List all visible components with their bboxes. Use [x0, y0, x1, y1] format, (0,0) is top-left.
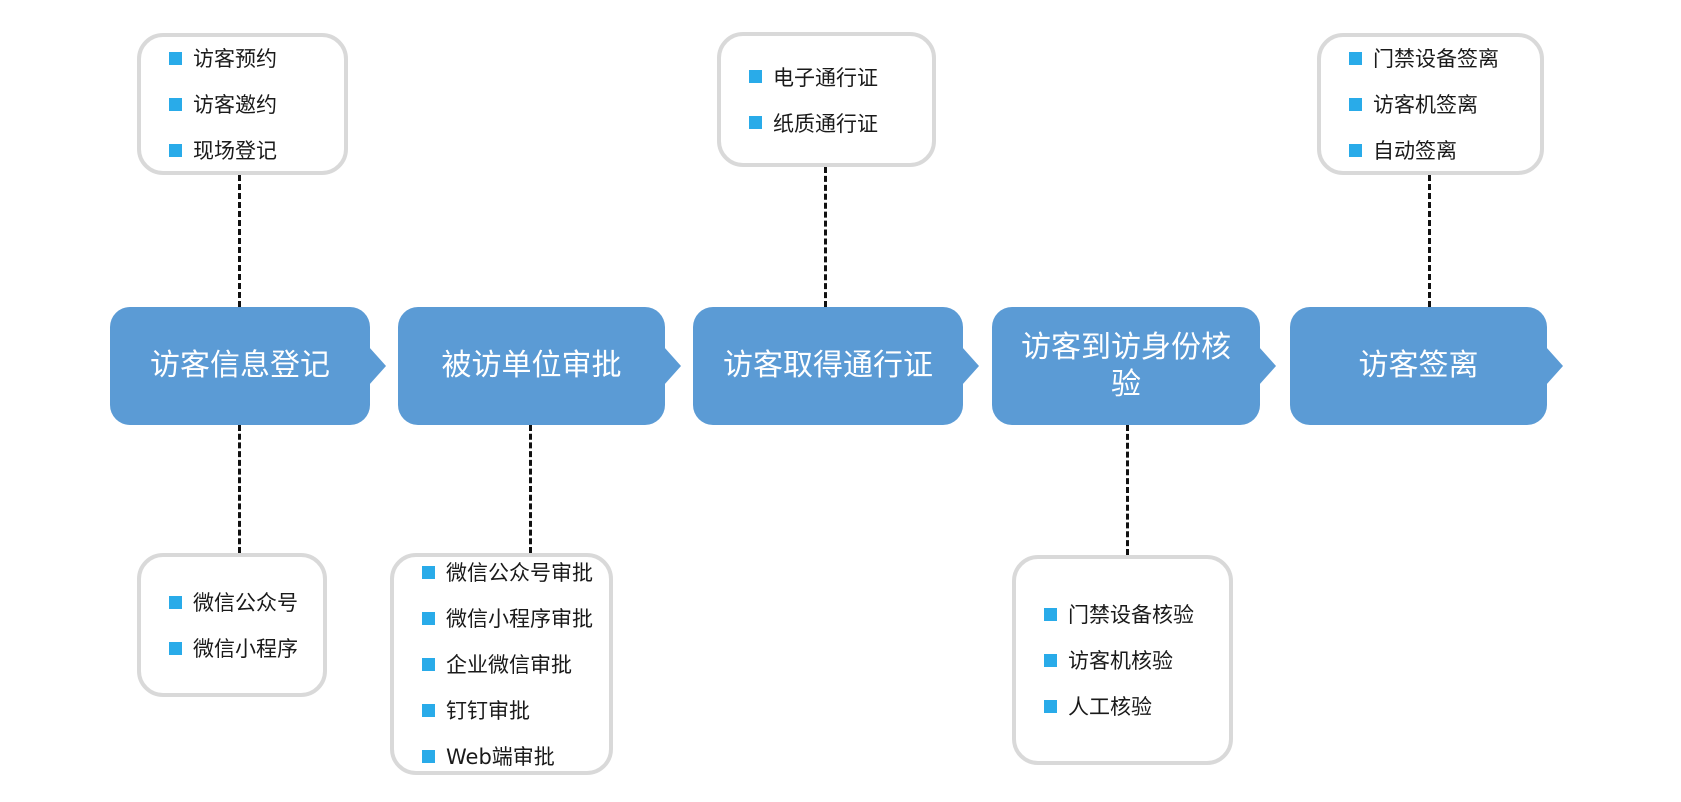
- connector-registration-methods-to-step1: [238, 175, 241, 307]
- arrow-right-icon: [664, 347, 681, 385]
- list-item-label: 微信公众号审批: [446, 561, 593, 585]
- bullet-square-icon: [1349, 51, 1362, 65]
- callout-pass-types: 电子通行证 纸质通行证: [717, 32, 936, 167]
- callout-verification-methods: 门禁设备核验 访客机核验 人工核验: [1012, 555, 1233, 765]
- bullet-square-icon: [169, 595, 182, 609]
- bullet-square-icon: [422, 657, 435, 671]
- bullet-square-icon: [1044, 699, 1057, 713]
- list-item: Web端审批: [422, 741, 601, 771]
- list-item-label: 自动签离: [1373, 139, 1457, 163]
- list-item-label: 访客机核验: [1068, 649, 1173, 673]
- flow-step-visitor-gets-pass: 访客取得通行证: [693, 307, 979, 425]
- flow-step-label: 访客取得通行证: [723, 348, 933, 384]
- list-item: 纸质通行证: [749, 108, 924, 138]
- callout-registration-methods: 访客预约 访客邀约 现场登记: [137, 33, 348, 175]
- bullet-square-icon: [422, 611, 435, 625]
- connector-step4-to-verification-methods: [1126, 425, 1129, 555]
- flow-step-label: 访客到访身份核验: [1021, 329, 1231, 403]
- list-item-label: 微信公众号: [193, 591, 298, 615]
- connector-pass-types-to-step3: [824, 167, 827, 307]
- list-item: 访客预约: [169, 43, 336, 73]
- list-item: 电子通行证: [749, 62, 924, 92]
- list-item-label: 微信小程序审批: [446, 607, 593, 631]
- flow-step-label: 访客签离: [1358, 348, 1479, 384]
- list-item: 微信小程序审批: [422, 603, 601, 633]
- flow-step-label: 访客信息登记: [150, 348, 330, 384]
- list-item: 门禁设备签离: [1349, 43, 1532, 73]
- list-item: 访客机核验: [1044, 645, 1221, 675]
- flow-step-label: 被访单位审批: [441, 348, 622, 384]
- bullet-square-icon: [169, 97, 182, 111]
- callout-signout-methods: 门禁设备签离 访客机签离 自动签离: [1317, 33, 1544, 175]
- bullet-square-icon: [169, 143, 182, 157]
- list-item: 现场登记: [169, 135, 336, 165]
- list-item-label: Web端审批: [446, 745, 555, 769]
- bullet-square-icon: [169, 641, 182, 655]
- list-item: 微信公众号: [169, 587, 315, 617]
- list-item-label: 现场登记: [193, 139, 277, 163]
- flow-step-visitor-info-registration: 访客信息登记: [110, 307, 386, 425]
- bullet-square-icon: [422, 703, 435, 717]
- bullet-square-icon: [169, 51, 182, 65]
- bullet-square-icon: [1349, 143, 1362, 157]
- list-item: 企业微信审批: [422, 649, 601, 679]
- arrow-right-icon: [1259, 347, 1276, 385]
- list-item: 微信公众号审批: [422, 557, 601, 587]
- list-item-label: 访客预约: [193, 47, 277, 71]
- arrow-right-icon: [369, 347, 386, 385]
- list-item: 自动签离: [1349, 135, 1532, 165]
- bullet-square-icon: [749, 116, 762, 129]
- list-item-label: 微信小程序: [193, 637, 298, 661]
- list-item: 访客邀约: [169, 89, 336, 119]
- arrow-right-icon: [1546, 347, 1563, 385]
- callout-approval-channels: 微信公众号审批 微信小程序审批 企业微信审批 钉钉审批 Web端审批: [390, 553, 613, 775]
- list-item: 人工核验: [1044, 691, 1221, 721]
- list-item-label: 钉钉审批: [446, 699, 530, 723]
- list-item-label: 电子通行证: [773, 65, 878, 90]
- list-item-label: 人工核验: [1068, 695, 1152, 719]
- list-item: 微信小程序: [169, 633, 315, 663]
- flow-step-visitor-signout: 访客签离: [1290, 307, 1563, 425]
- connector-step1-to-registration-channels: [238, 425, 241, 553]
- connector-signout-methods-to-step5: [1428, 175, 1431, 307]
- bullet-square-icon: [749, 70, 762, 83]
- bullet-square-icon: [1349, 97, 1362, 111]
- arrow-right-icon: [962, 347, 979, 385]
- list-item-label: 访客邀约: [193, 93, 277, 117]
- list-item-label: 门禁设备签离: [1373, 47, 1499, 71]
- list-item-label: 访客机签离: [1373, 93, 1478, 117]
- callout-registration-channels: 微信公众号 微信小程序: [137, 553, 327, 697]
- bullet-square-icon: [422, 749, 435, 763]
- list-item: 钉钉审批: [422, 695, 601, 725]
- list-item-label: 纸质通行证: [773, 111, 878, 136]
- list-item-label: 企业微信审批: [446, 653, 572, 677]
- bullet-square-icon: [1044, 653, 1057, 667]
- list-item-label: 门禁设备核验: [1068, 603, 1194, 627]
- list-item: 门禁设备核验: [1044, 599, 1221, 629]
- flow-step-identity-verification: 访客到访身份核验: [992, 307, 1276, 425]
- bullet-square-icon: [422, 565, 435, 579]
- flow-step-host-unit-approval: 被访单位审批: [398, 307, 681, 425]
- list-item: 访客机签离: [1349, 89, 1532, 119]
- bullet-square-icon: [1044, 607, 1057, 621]
- connector-step2-to-approval-channels: [529, 425, 532, 553]
